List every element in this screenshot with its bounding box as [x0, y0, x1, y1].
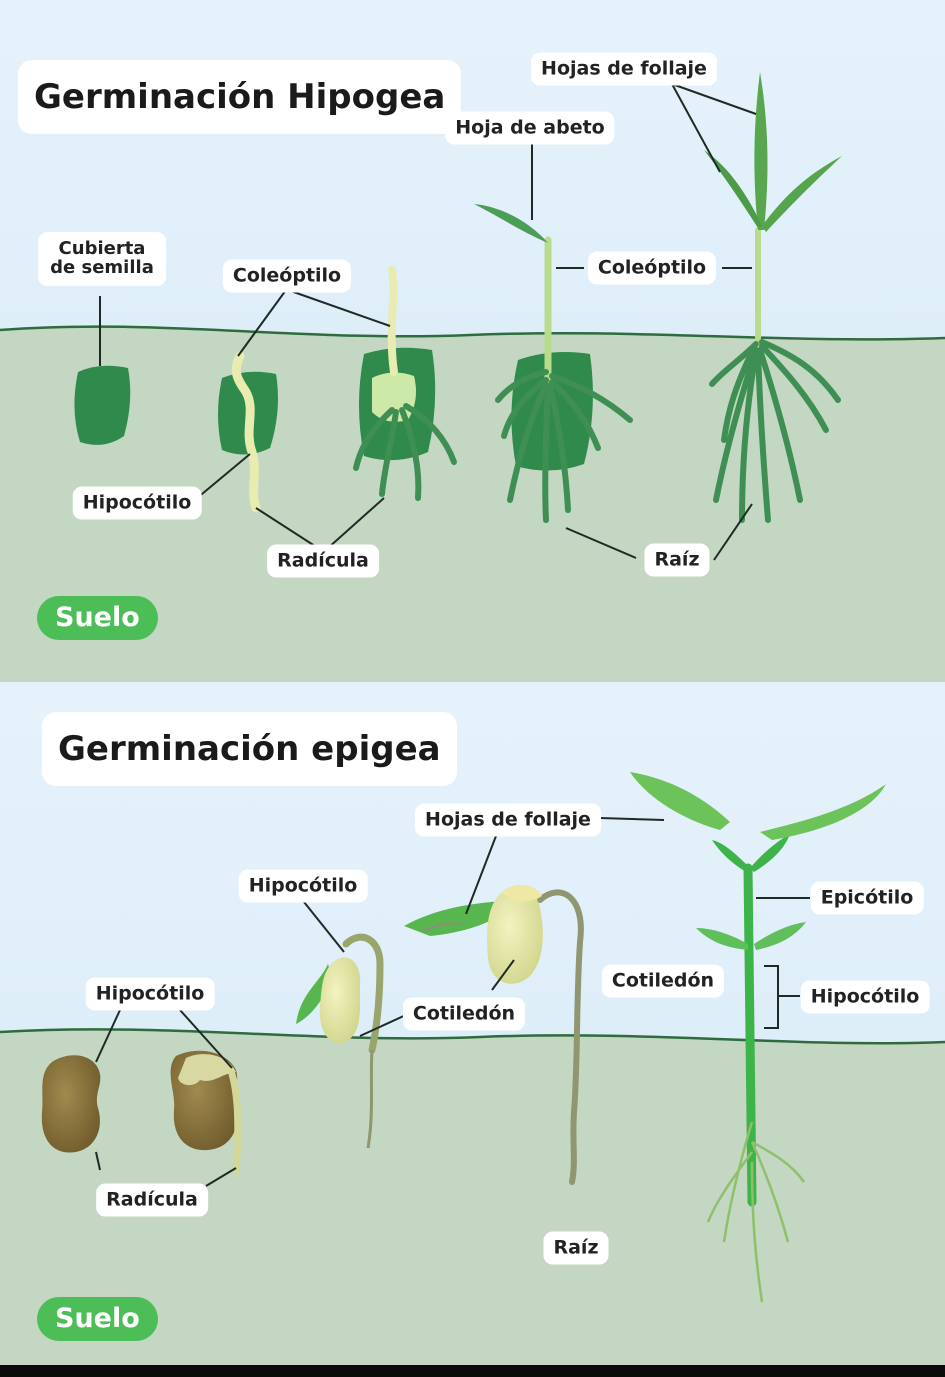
label-hypocotyl: Hipocótilo — [72, 486, 202, 520]
bud-right — [750, 834, 790, 872]
roots — [353, 403, 457, 501]
hypogeal-stage-4 — [474, 204, 633, 523]
hypogeal-panel: Germinación Hipogea Cubierta de semilla … — [0, 0, 945, 682]
label-coleoptile: Coleóptilo — [222, 259, 352, 293]
hypogeal-stage-2 — [218, 351, 278, 513]
leaf — [296, 964, 332, 1024]
radicle — [231, 351, 261, 513]
stem — [743, 863, 757, 1207]
seed — [74, 365, 131, 445]
epigeal-stage-3 — [296, 933, 384, 1149]
epigeal-stage-5 — [630, 772, 886, 1303]
seed-coat-split — [178, 1054, 236, 1086]
bottom-border — [0, 1365, 945, 1377]
cotyledon — [319, 957, 361, 1044]
root — [366, 1049, 374, 1149]
label-cotyledon-1: Cotiledón — [402, 997, 526, 1031]
bean-seed — [41, 1055, 101, 1153]
hypogeal-title: Germinación Hipogea — [18, 60, 462, 134]
soil-line — [0, 325, 945, 341]
cotyledon-leaf-left — [696, 928, 748, 950]
label-hypocotyl-3: Hipocótilo — [800, 980, 930, 1014]
radicle — [228, 1070, 242, 1176]
foliage-leaf — [754, 72, 768, 230]
soil-line — [0, 1028, 945, 1045]
foliage-leaf — [762, 156, 842, 232]
label-seed-coat: Cubierta de semilla — [38, 232, 166, 286]
hypogeal-stage-5 — [704, 72, 842, 523]
epigeal-stage-1 — [41, 1055, 101, 1153]
foliage-leaf-right — [760, 784, 886, 840]
label-root: Raíz — [543, 1231, 609, 1265]
soil-badge: Suelo — [37, 1297, 158, 1342]
foliage-leaf-left — [630, 772, 730, 830]
cotyledon-top — [502, 884, 542, 902]
label-radicle: Radícula — [96, 1183, 208, 1217]
label-root: Raíz — [644, 543, 710, 577]
epigeal-stage-4 — [404, 884, 584, 1185]
label-foliage-leaves: Hojas de follaje — [415, 803, 601, 837]
epigeal-panel: Germinación epigea Hipocótilo Hipocótilo… — [0, 682, 945, 1365]
epigeal-stage-2 — [170, 1050, 242, 1176]
bud-left — [712, 840, 748, 872]
hypogeal-stage-1 — [74, 365, 131, 445]
label-foliage-leaves: Hojas de follaje — [531, 52, 717, 86]
hypogeal-stage-3 — [353, 266, 457, 501]
label-radicle: Radícula — [267, 544, 379, 578]
soil-badge: Suelo — [37, 596, 158, 641]
root — [537, 889, 584, 1185]
coleoptile — [387, 266, 398, 376]
leaf-vein — [423, 922, 463, 933]
roots — [709, 339, 841, 523]
label-coleoptile-2: Coleóptilo — [587, 251, 717, 285]
label-cotyledon-2: Cotiledón — [601, 964, 725, 998]
root-branches — [706, 1121, 806, 1303]
label-epicotyl: Epicótilo — [810, 881, 924, 915]
cotyledon — [487, 887, 543, 984]
epigeal-title: Germinación epigea — [42, 712, 457, 786]
fir-leaf — [474, 204, 548, 243]
roots — [495, 369, 633, 523]
cotyledon-leaf-right — [754, 922, 806, 950]
hypocotyl — [342, 933, 384, 1054]
foliage-leaf — [704, 150, 762, 228]
label-hypocotyl-2: Hipocótilo — [85, 977, 215, 1011]
label-fir-leaf: Hoja de abeto — [445, 111, 615, 145]
hypogeal-connectors — [99, 83, 757, 561]
label-hypocotyl-1: Hipocótilo — [238, 869, 368, 903]
epigeal-connectors — [95, 817, 810, 1187]
